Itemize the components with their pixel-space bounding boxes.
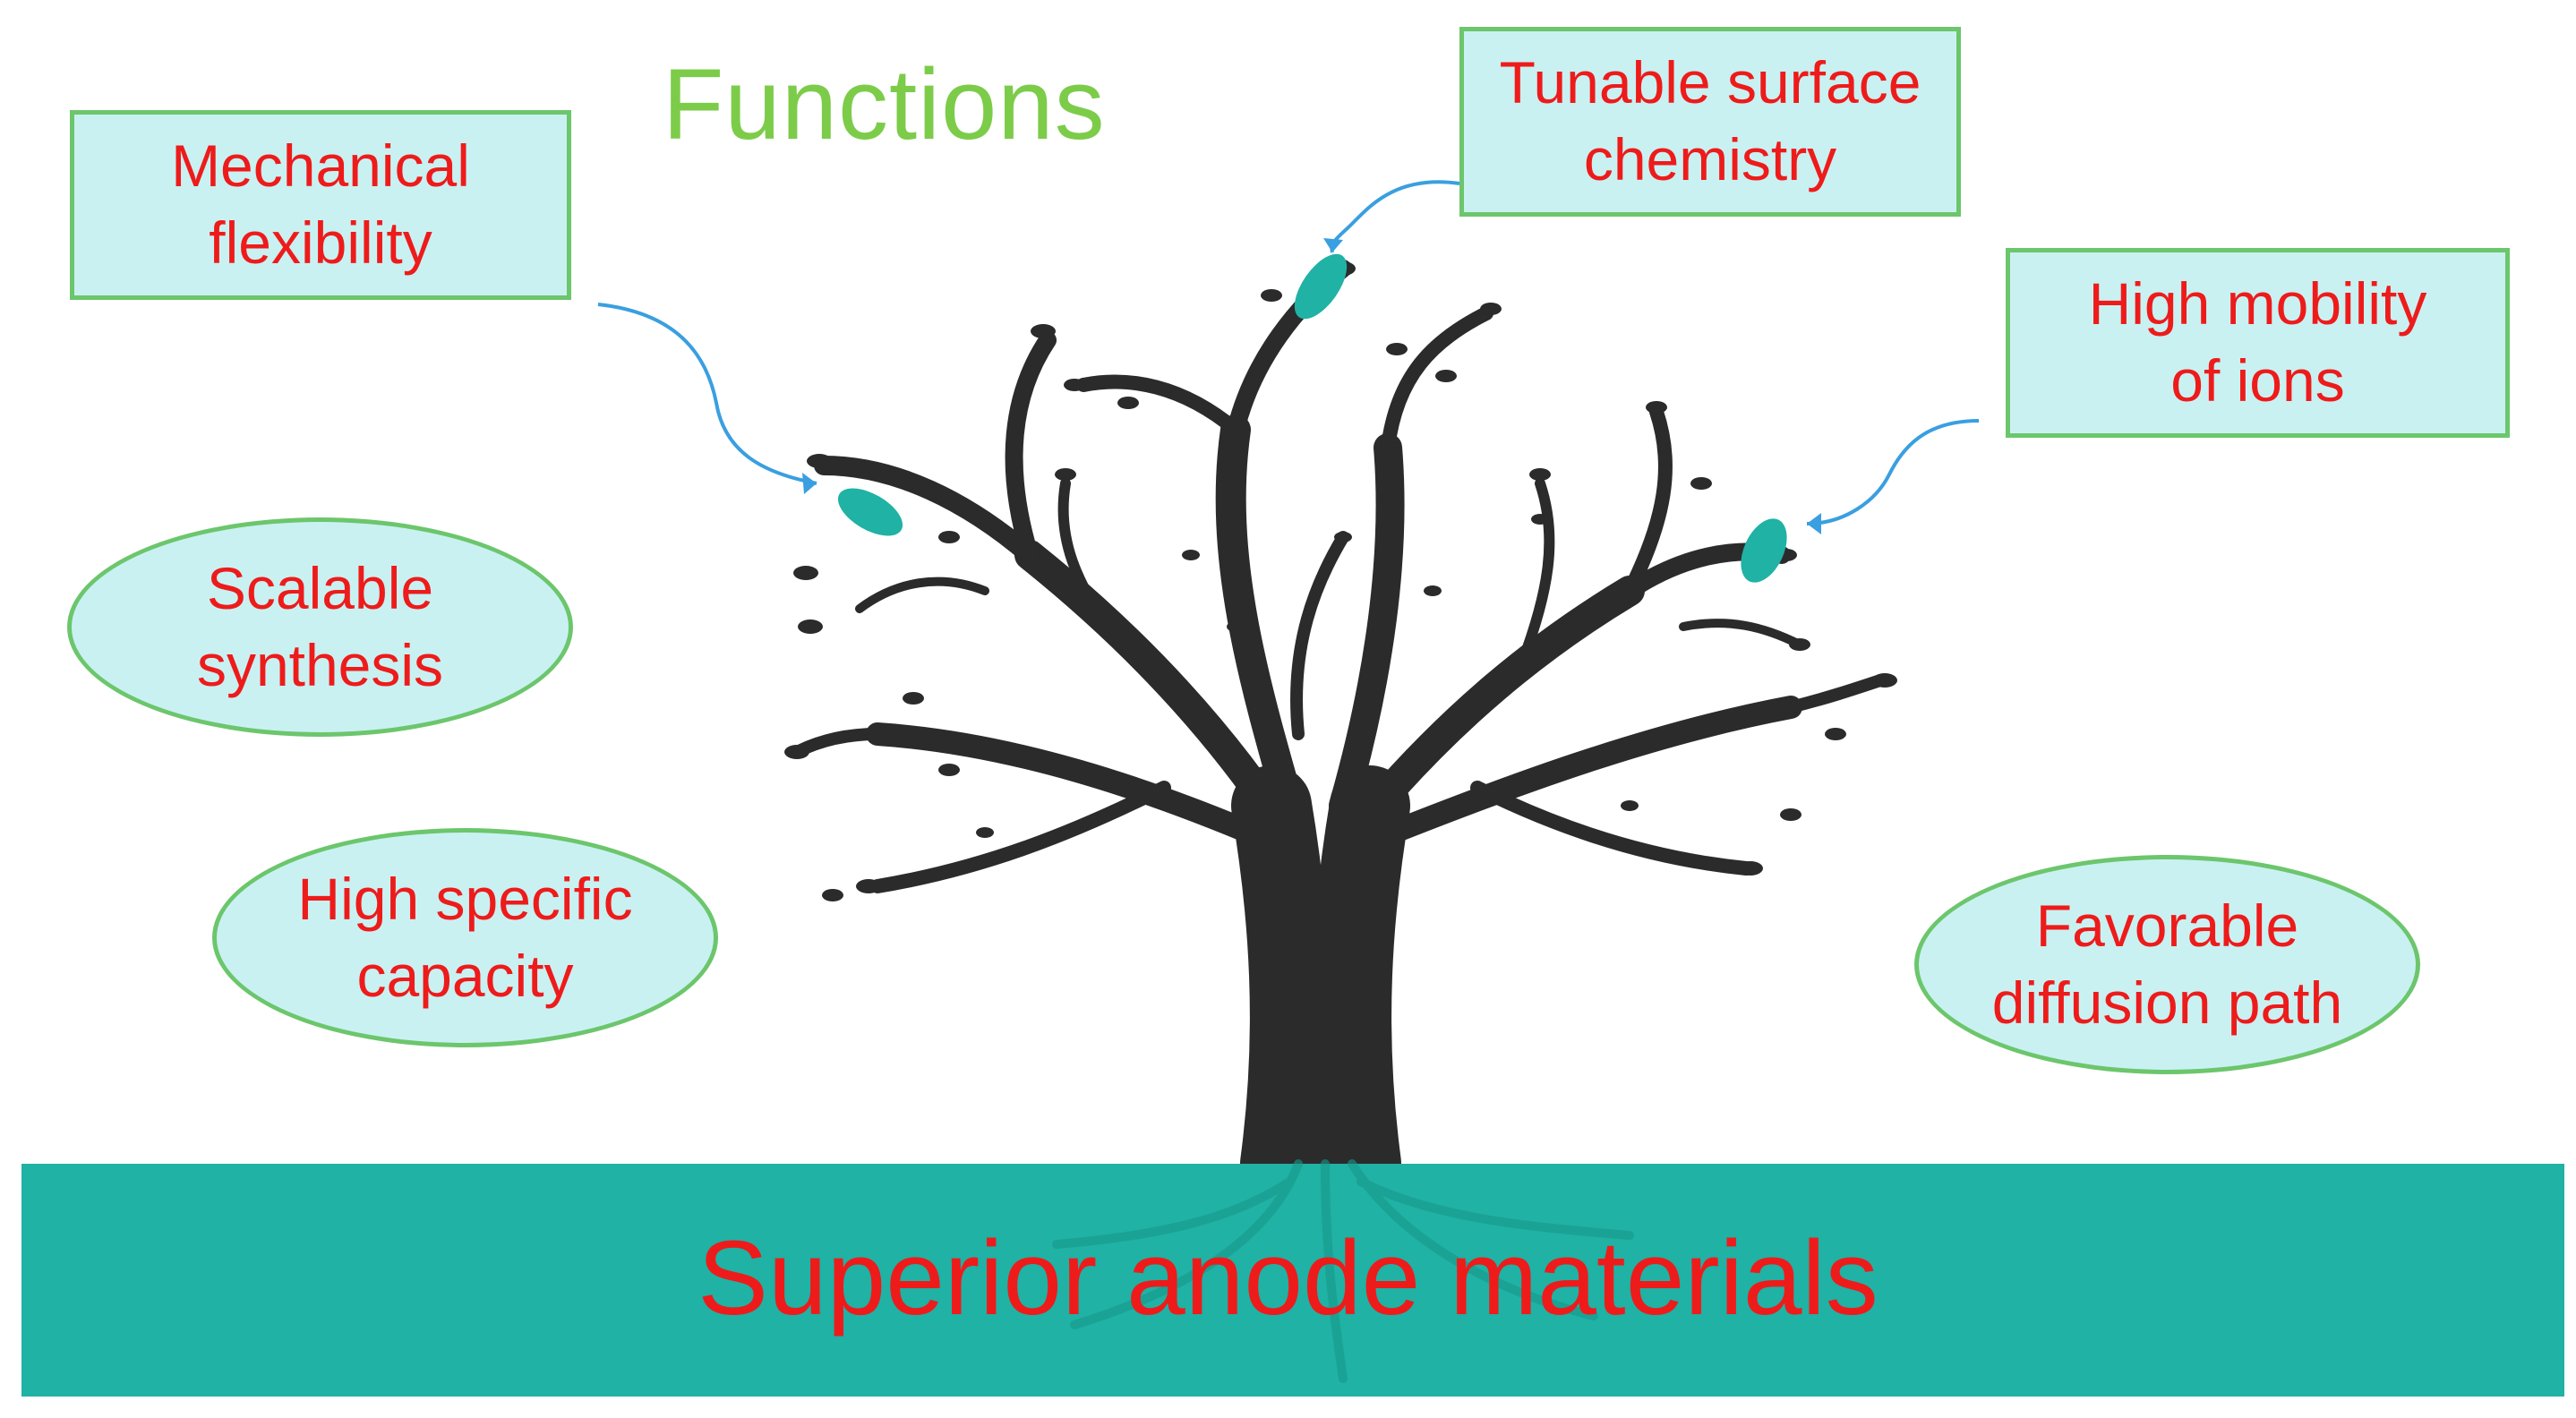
box-mechanical-flexibility: Mechanical flexibility — [70, 110, 571, 300]
box-tunable-surface-chemistry: Tunable surface chemistry — [1459, 27, 1961, 217]
arrow-mechanical — [597, 303, 817, 485]
arrow-heads — [802, 238, 1821, 534]
title: Functions — [663, 48, 1106, 160]
leaf-top — [1294, 253, 1348, 320]
leaf-right — [1741, 518, 1787, 583]
highlight-leaves — [837, 253, 1787, 583]
leaf-left — [837, 488, 903, 536]
ellipse-scalable-synthesis-label: Scalable synthesis — [196, 554, 444, 698]
ellipse-favorable-diffusion-path: Favorable diffusion path — [1914, 855, 2420, 1074]
box-high-mobility-of-ions-label: High mobility of ions — [2088, 270, 2427, 414]
ellipse-high-specific-capacity: High specific capacity — [212, 828, 718, 1047]
ellipse-scalable-synthesis: Scalable synthesis — [67, 517, 573, 737]
ellipse-high-specific-capacity-label: High specific capacity — [297, 865, 633, 1009]
ground-band — [21, 1164, 2564, 1397]
ellipse-favorable-diffusion-path-label: Favorable diffusion path — [1991, 892, 2343, 1036]
box-high-mobility-of-ions: High mobility of ions — [2006, 248, 2510, 438]
tree-trunk-and-branches — [791, 260, 1887, 1204]
ground-label: Superior anode materials — [697, 1219, 1879, 1337]
arrow-mobility — [1806, 419, 1980, 525]
box-tunable-surface-chemistry-label: Tunable surface chemistry — [1499, 49, 1921, 192]
tree-foliage — [784, 261, 1897, 901]
box-mechanical-flexibility-label: Mechanical flexibility — [171, 132, 470, 276]
